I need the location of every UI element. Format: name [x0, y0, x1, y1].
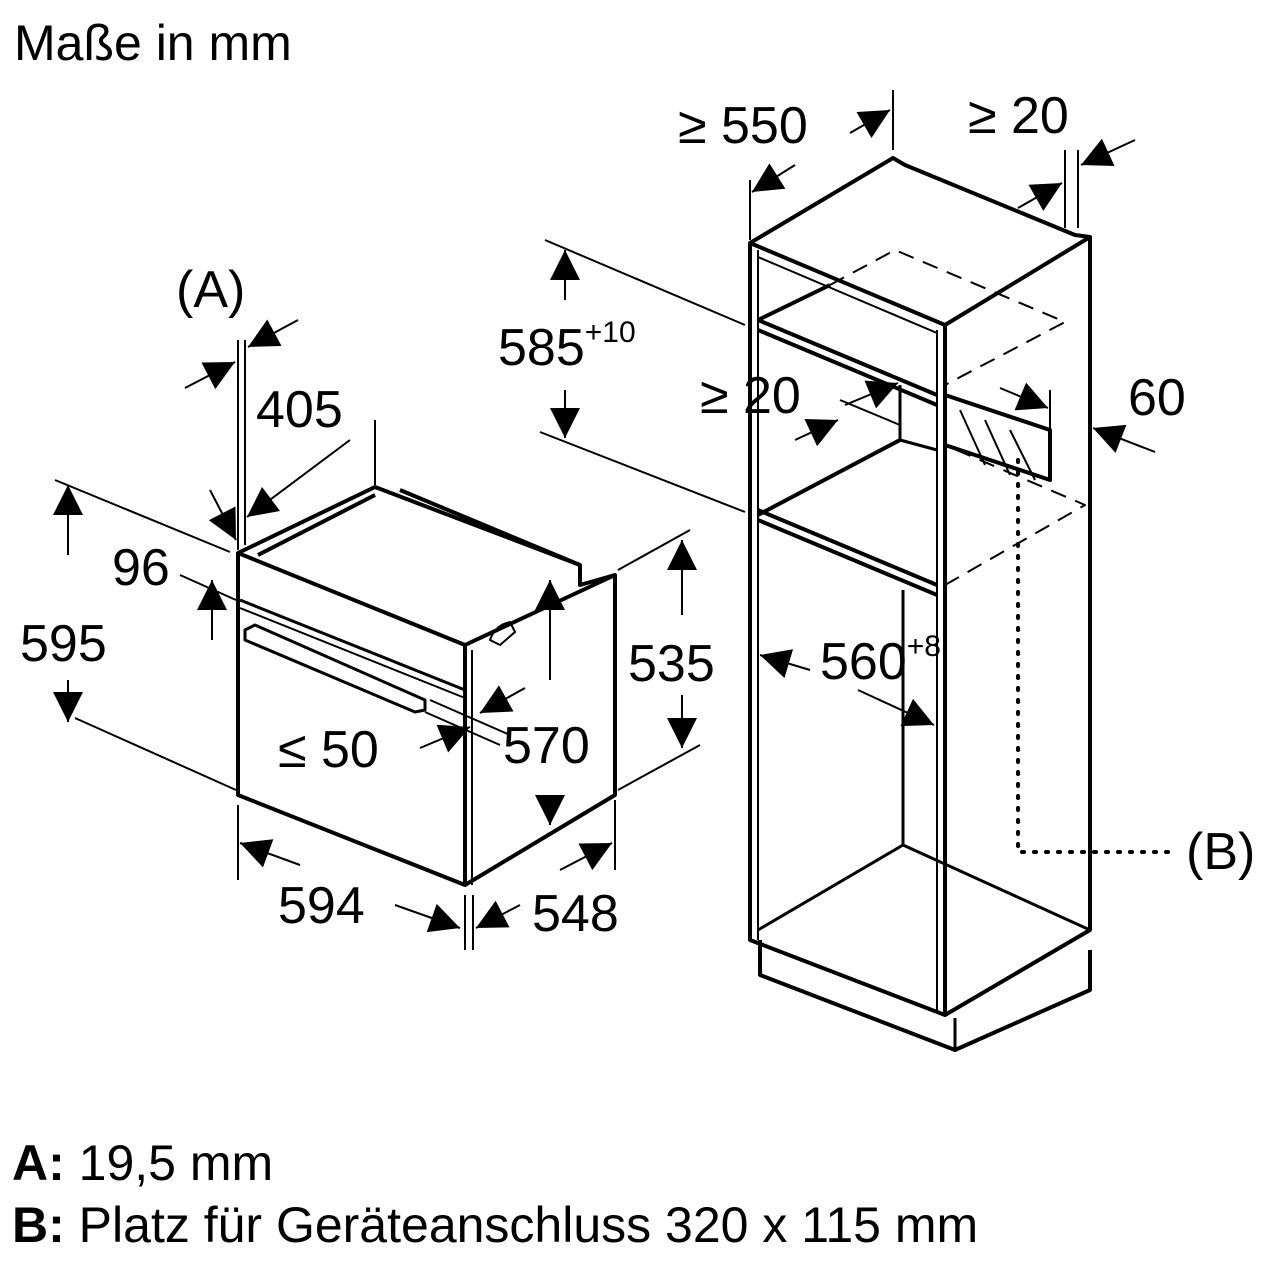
dim-585-value: 585: [498, 319, 585, 377]
legend-b: B: Platz für Geräteanschluss 320 x 115 m…: [12, 1200, 978, 1250]
dim-rear-gap: ≥ 20: [968, 87, 1069, 145]
legend-a-text: 19,5 mm: [78, 1135, 274, 1191]
dim-585: 585+10: [498, 318, 636, 377]
dim-594: 594: [278, 877, 365, 935]
legend-b-text: Platz für Geräteanschluss 320 x 115 mm: [78, 1197, 979, 1253]
dim-595: 595: [20, 615, 107, 673]
label-b: (B): [1186, 823, 1256, 881]
dim-535: 535: [628, 635, 715, 693]
label-a: (A): [176, 261, 246, 319]
dim-570: 570: [503, 717, 590, 775]
cabinet: [748, 156, 1170, 1052]
dim-405: 405: [256, 381, 343, 439]
oven: [236, 485, 617, 887]
dim-60: 60: [1128, 369, 1186, 427]
dim-96: 96: [112, 539, 170, 597]
legend-a-key: A:: [12, 1135, 65, 1191]
legend-b-key: B:: [12, 1197, 65, 1253]
dim-handle: ≤ 50: [278, 721, 379, 779]
dim-560: 560+8: [820, 632, 941, 691]
dim-cabinet-depth: ≥ 550: [678, 97, 808, 155]
dim-560-value: 560: [820, 633, 907, 691]
page-title: Maße in mm: [14, 15, 292, 71]
dim-vent-gap: ≥ 20: [700, 367, 801, 425]
dim-585-tolerance: +10: [584, 316, 636, 349]
dimension-lines: [53, 90, 1156, 950]
dim-560-tolerance: +8: [906, 630, 941, 663]
dim-548: 548: [532, 885, 619, 943]
legend-a: A: 19,5 mm: [12, 1138, 273, 1188]
